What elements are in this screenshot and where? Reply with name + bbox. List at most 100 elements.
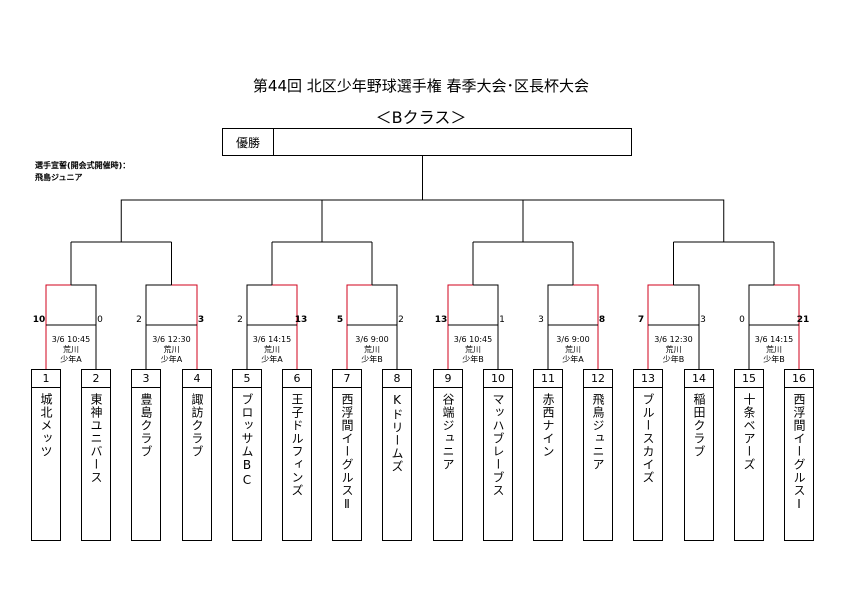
- team-number: 11: [534, 370, 562, 388]
- match-division: 少年B: [662, 355, 685, 364]
- score-right: 13: [294, 315, 308, 325]
- match-arm-line: [246, 284, 272, 325]
- team-name: 谷端ジュニア: [441, 393, 455, 471]
- team-name: 豊島クラブ: [139, 393, 153, 458]
- team-box: 16 西浮間イーグルスⅠ: [784, 369, 814, 541]
- team-number: 3: [132, 370, 160, 388]
- team-number: 1: [32, 370, 60, 388]
- match-arm-line: [346, 284, 372, 325]
- match-date: 3/6 14:15: [754, 335, 794, 344]
- match-arm-line: [272, 284, 298, 325]
- score-left: 3: [538, 315, 544, 325]
- team-name: 王子ドルフィンズ: [290, 393, 304, 497]
- match-arm-line: [647, 284, 674, 325]
- team-name: 城北メッツ: [39, 393, 53, 458]
- score-right: 3: [197, 315, 205, 325]
- team-name: ブルースカイズ: [641, 393, 655, 484]
- team-box: 1 城北メッツ: [31, 369, 61, 541]
- team-number: 12: [584, 370, 612, 388]
- team-name: 西浮間イーグルスⅡ: [340, 393, 354, 512]
- team-name: 西浮間イーグルスⅠ: [792, 393, 806, 512]
- team-name: 飛鳥ジュニア: [591, 393, 605, 471]
- round3-line: [120, 199, 323, 242]
- team-box: 12 飛鳥ジュニア: [583, 369, 613, 541]
- score-right: 1: [499, 315, 505, 325]
- match-venue: 荒川: [364, 345, 380, 354]
- team-number: 7: [333, 370, 361, 388]
- team-box: 10 マッハブレーブス: [483, 369, 513, 541]
- match-division: 少年A: [60, 355, 82, 364]
- team-number: 16: [785, 370, 813, 388]
- score-right: 2: [398, 315, 404, 325]
- match-arm-line: [774, 284, 800, 325]
- match-arm-line: [547, 284, 573, 325]
- score-left: 5: [336, 315, 344, 325]
- match-date: 3/6 9:00: [556, 335, 590, 344]
- team-name: 赤西ナイン: [541, 393, 555, 458]
- team-name: マッハブレーブス: [491, 393, 505, 497]
- match-date: 3/6 10:45: [453, 335, 493, 344]
- team-number: 14: [685, 370, 713, 388]
- team-name: 稲田クラブ: [692, 393, 706, 458]
- score-left: 0: [739, 315, 745, 325]
- match-division: 少年B: [361, 355, 383, 364]
- score-left: 2: [136, 315, 142, 325]
- match-division: 少年A: [160, 355, 183, 364]
- match-venue: 荒川: [63, 345, 79, 354]
- team-number: 13: [634, 370, 662, 388]
- score-left: 13: [434, 315, 448, 325]
- match-venue: 荒川: [465, 345, 481, 354]
- oath-label: 選手宣誓(開会式開催時)：: [35, 161, 131, 170]
- match-date: 3/6 12:30: [654, 335, 693, 344]
- score-right: 3: [700, 315, 706, 325]
- match-arm-line: [447, 284, 473, 325]
- team-number: 15: [735, 370, 763, 388]
- match-arm-line: [673, 284, 700, 325]
- match-arm-line: [573, 284, 599, 325]
- match-arm-line: [171, 284, 198, 325]
- match-date: 3/6 10:45: [51, 335, 91, 344]
- champion-box: 優勝: [222, 128, 632, 156]
- match-date: 3/6 14:15: [252, 335, 292, 344]
- match-date: 3/6 9:00: [355, 335, 389, 344]
- team-box: 13 ブルースカイズ: [633, 369, 663, 541]
- team-box: 11 赤西ナイン: [533, 369, 563, 541]
- champion-value: [274, 129, 631, 155]
- match-venue: 荒川: [163, 345, 180, 354]
- match-arm-line: [45, 284, 71, 325]
- match-division: 少年A: [261, 355, 283, 364]
- team-box: 14 稲田クラブ: [684, 369, 714, 541]
- score-left: 2: [237, 315, 243, 325]
- score-right: 21: [796, 315, 810, 325]
- team-name: Kドリームズ: [390, 393, 404, 473]
- score-left: 10: [32, 315, 46, 325]
- team-number: 10: [484, 370, 512, 388]
- team-box: 7 西浮間イーグルスⅡ: [332, 369, 362, 541]
- team-number: 6: [283, 370, 311, 388]
- match-arm-line: [71, 284, 97, 325]
- match-date: 3/6 12:30: [152, 335, 191, 344]
- champion-label: 優勝: [223, 129, 274, 155]
- team-name: 東神ユニバース: [89, 393, 103, 484]
- team-name: ブロッサムBC: [240, 393, 254, 488]
- team-box: 3 豊島クラブ: [131, 369, 161, 541]
- match-venue: 荒川: [264, 345, 280, 354]
- match-arm-line: [748, 284, 774, 325]
- score-right: 0: [97, 315, 103, 325]
- score-left: 7: [637, 315, 645, 325]
- team-box: 6 王子ドルフィンズ: [282, 369, 312, 541]
- match-division: 少年A: [562, 355, 584, 364]
- match-venue: 荒川: [766, 345, 782, 354]
